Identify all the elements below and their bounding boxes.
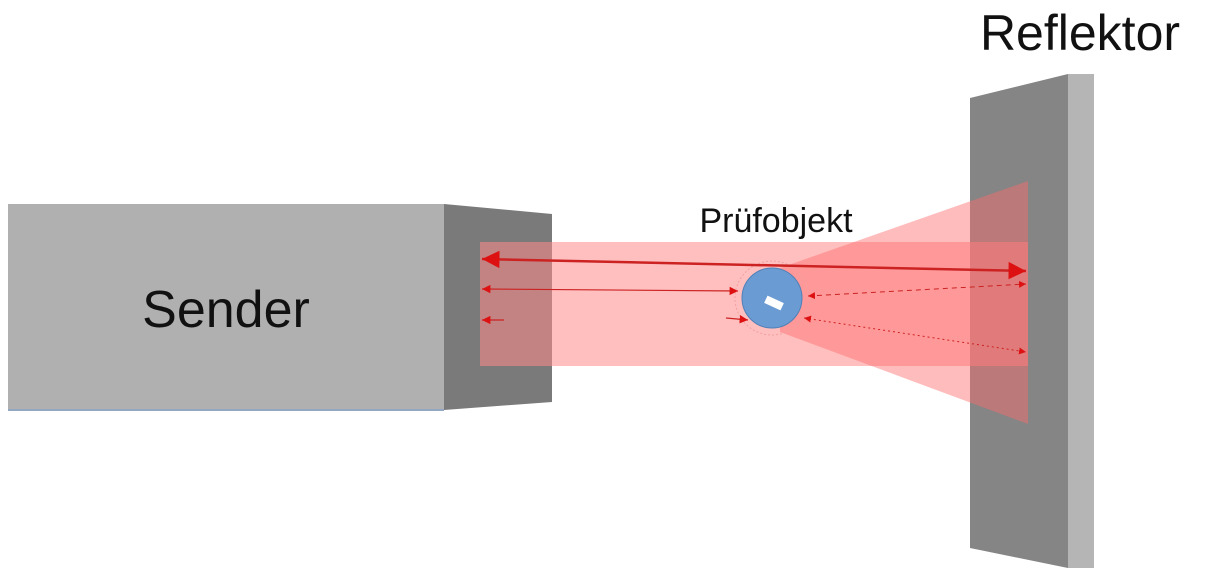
arrow-to-object <box>481 284 739 296</box>
test-object-defect <box>764 295 784 311</box>
scatter-light-cone <box>780 181 1028 424</box>
test-object-label: Prüfobjekt <box>699 202 853 240</box>
reflector-edge <box>1068 74 1094 568</box>
arrow-direct-path <box>481 250 1027 280</box>
sender-body <box>8 204 444 411</box>
sender-label: Sender <box>142 281 310 339</box>
reflector-label: Reflektor <box>980 5 1180 61</box>
signal-arrows <box>481 250 1027 355</box>
arrow-reflector-upper <box>807 280 1027 300</box>
arrow-object-left-return <box>725 315 749 324</box>
